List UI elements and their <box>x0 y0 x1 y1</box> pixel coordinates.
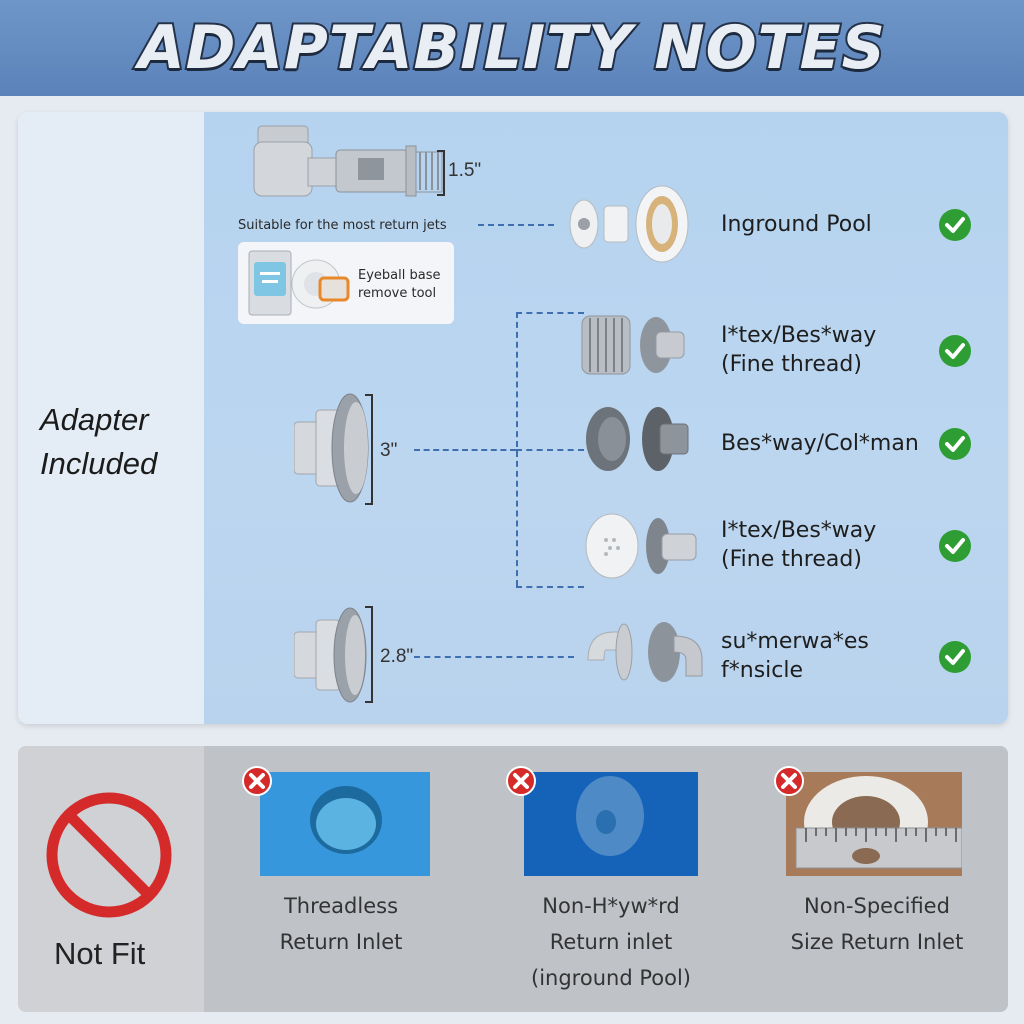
adapter-3in-size: 3" <box>380 440 398 461</box>
compat-label-fine-thread-1: I*tex/Bes*way (Fine thread) <box>721 323 877 377</box>
not-fit-label-column <box>18 746 204 1012</box>
dashed-connector-top <box>478 224 554 226</box>
adapter-2-8in-size: 2.8" <box>380 646 414 667</box>
tool-package-image <box>248 250 292 316</box>
top-fitting-size: 1.5" <box>448 160 482 181</box>
adapter-included-label: Adapter Included <box>40 398 157 486</box>
eyeball-tool-image <box>291 259 350 309</box>
not-fit-caption-threadless: Threadless Return Inlet <box>279 894 403 954</box>
fine-thread-fitting-2-image <box>585 513 697 579</box>
non-specified-size-photo <box>786 772 962 876</box>
x-mark-icon <box>506 766 536 796</box>
check-icon <box>939 335 971 367</box>
size-bracket-1-5 <box>437 150 445 196</box>
eyeball-tool-card: Eyeball base remove tool <box>238 242 454 324</box>
tool-caption-line1: Eyeball base <box>358 268 441 283</box>
page-title: ADAPTABILITY NOTES <box>136 11 887 85</box>
compat-label-inground: Inground Pool <box>721 212 872 237</box>
dashed-connector-branch-2 <box>516 449 584 451</box>
top-fitting-caption: Suitable for the most return jets <box>238 218 447 233</box>
adapter-2-8in-image <box>294 607 367 703</box>
adapter-label-column <box>18 112 204 724</box>
elbow-fitting-image <box>253 125 443 197</box>
summerwaves-fitting-image <box>587 622 703 682</box>
dashed-connector-branch-3 <box>516 586 584 588</box>
not-fit-panel: Not Fit <box>18 746 1008 1012</box>
dashed-connector-2-8in <box>414 656 574 658</box>
size-bracket-3 <box>365 394 373 505</box>
dashed-connector-3in <box>414 449 516 451</box>
adapter-label-line1: Adapter <box>40 402 149 437</box>
dashed-connector-branch-1 <box>516 312 584 314</box>
not-fit-caption-non-hayward: Non-H*yw*rd Return inlet (inground Pool) <box>531 894 691 990</box>
x-mark-icon <box>774 766 804 796</box>
no-sign-icon <box>46 792 172 918</box>
inground-pool-fitting-image <box>569 185 689 263</box>
check-icon <box>939 209 971 241</box>
title-banner: ADAPTABILITY NOTES <box>0 0 1024 96</box>
besway-fitting-image <box>586 407 689 471</box>
compat-label-besway: Bes*way/Col*man <box>721 431 919 456</box>
size-bracket-2-8 <box>365 606 373 703</box>
x-mark-icon <box>242 766 272 796</box>
compat-label-summerwaves: su*merwa*es f*nsicle <box>721 629 869 683</box>
check-icon <box>939 641 971 673</box>
tool-caption-line2: remove tool <box>358 286 437 301</box>
adapter-3in-image <box>294 393 369 503</box>
compat-label-fine-thread-2: I*tex/Bes*way (Fine thread) <box>721 518 877 572</box>
not-fit-label: Not Fit <box>54 936 146 971</box>
check-icon <box>939 428 971 460</box>
not-fit-caption-non-specified: Non-Specified Size Return Inlet <box>790 894 964 954</box>
non-hayward-inlet-photo <box>524 772 698 876</box>
fine-thread-fitting-1-image <box>581 315 685 375</box>
threadless-inlet-photo <box>260 772 430 876</box>
check-icon <box>939 530 971 562</box>
adapter-label-line2: Included <box>40 446 158 481</box>
